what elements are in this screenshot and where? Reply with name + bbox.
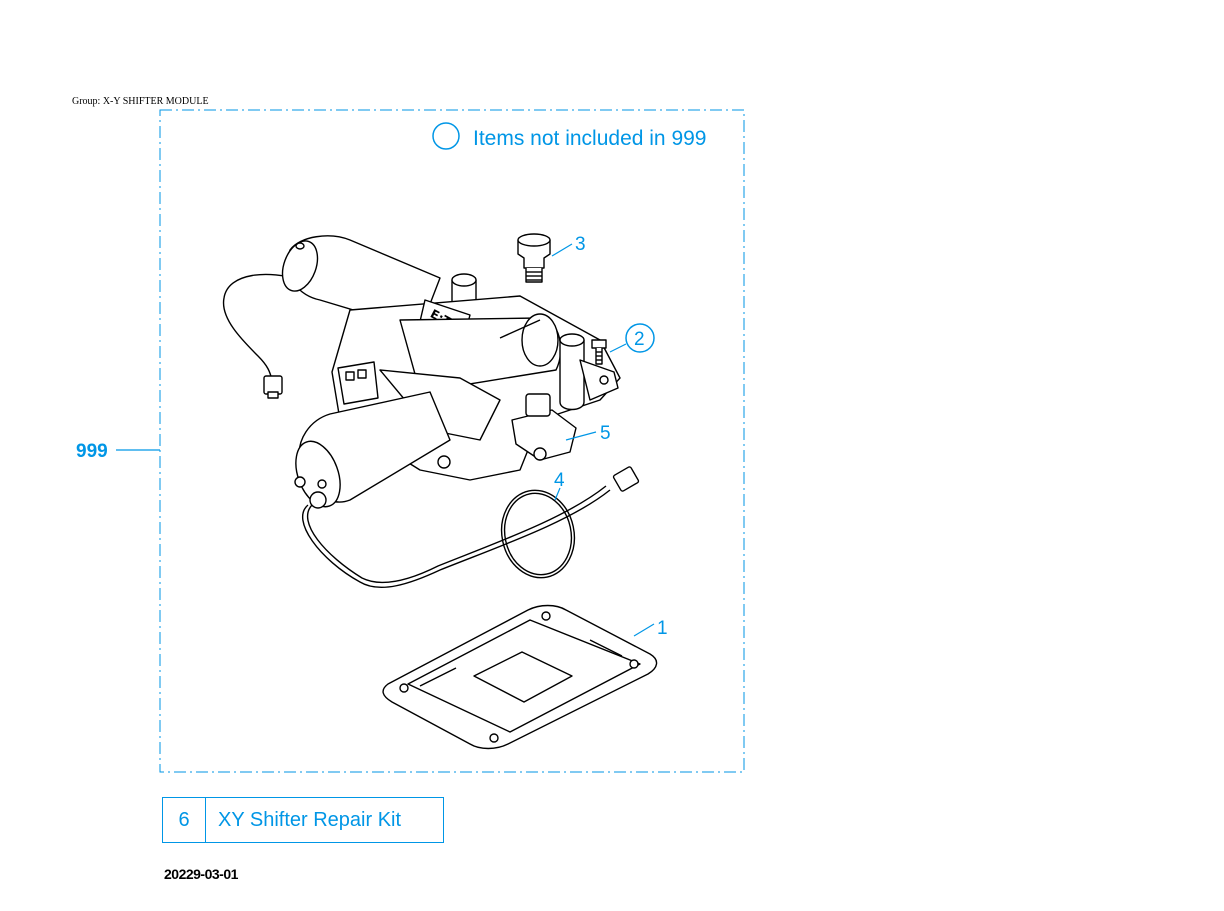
leader-1 (633, 623, 655, 637)
group-label: Group: X-Y SHIFTER MODULE (72, 96, 209, 107)
legend-text: Items not included in 999 (473, 127, 706, 150)
kit-boundary (159, 109, 745, 773)
callout-4: 4 (554, 470, 565, 491)
kit-number: 6 (163, 798, 206, 842)
callout-1: 1 (657, 618, 668, 639)
plug-item-3 (517, 233, 551, 283)
leader-4 (554, 487, 561, 501)
leader-2 (609, 343, 627, 353)
callout-2: 2 (634, 329, 645, 350)
legend-circle-icon (432, 122, 460, 150)
callout-2-circle (625, 323, 655, 353)
kit-name: XY Shifter Repair Kit (218, 808, 402, 831)
callout-3: 3 (575, 234, 586, 255)
callout-5: 5 (600, 423, 611, 444)
lower-wire-harness (302, 489, 611, 589)
document-date: 20229-03-01 (164, 866, 238, 882)
shifter-module-drawing: E:T:N (222, 233, 658, 750)
kit-label-box: 6 XY Shifter Repair Kit (162, 797, 444, 843)
lower-connector (612, 466, 640, 492)
leader-5 (565, 431, 597, 441)
bolt-item-2 (591, 339, 607, 365)
position-sensor (511, 409, 577, 461)
assembly-callout-999: 999 (76, 441, 108, 462)
gasket-item-1 (382, 604, 658, 750)
leader-3 (551, 243, 573, 257)
upper-wire-harness (222, 273, 301, 381)
o-ring-item-4 (500, 489, 576, 579)
